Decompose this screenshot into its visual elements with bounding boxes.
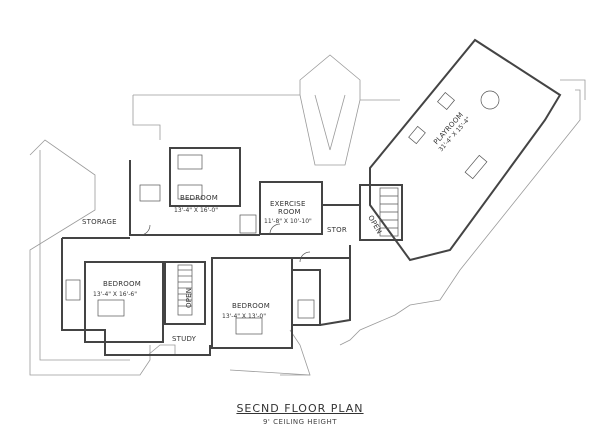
exercise-name-2: ROOM bbox=[278, 208, 301, 216]
bedroom-top-size: 13'-4" X 16'-0" bbox=[174, 207, 218, 214]
exercise-name-1: EXERCISE bbox=[270, 200, 306, 208]
exercise-size: 11'-8" X 10'-10" bbox=[264, 218, 312, 225]
stor-name: STOR bbox=[327, 226, 347, 234]
room-labels: BEDROOM 13'-4" X 16'-0" EXERCISE ROOM 11… bbox=[82, 111, 472, 343]
plan-subtitle: 9' CEILING HEIGHT bbox=[262, 418, 338, 426]
bedroom-right-name: BEDROOM bbox=[232, 302, 270, 310]
roof-outline bbox=[29, 54, 586, 376]
open-stair-center: OPEN bbox=[185, 288, 193, 308]
walls bbox=[61, 38, 562, 356]
bedroom-left-name: BEDROOM bbox=[103, 280, 141, 288]
open-stair-right: OPEN bbox=[366, 214, 383, 235]
bedroom-top-name: BEDROOM bbox=[180, 194, 218, 202]
storage-name: STORAGE bbox=[82, 218, 117, 226]
plan-title: SECND FLOOR PLAN bbox=[236, 402, 364, 415]
fixtures bbox=[65, 90, 500, 335]
study-name: STUDY bbox=[172, 335, 197, 343]
bedroom-left-size: 13'-4" X 16'-6" bbox=[93, 291, 137, 298]
bedroom-right-size: 13'-4" X 13'-0" bbox=[222, 313, 266, 320]
